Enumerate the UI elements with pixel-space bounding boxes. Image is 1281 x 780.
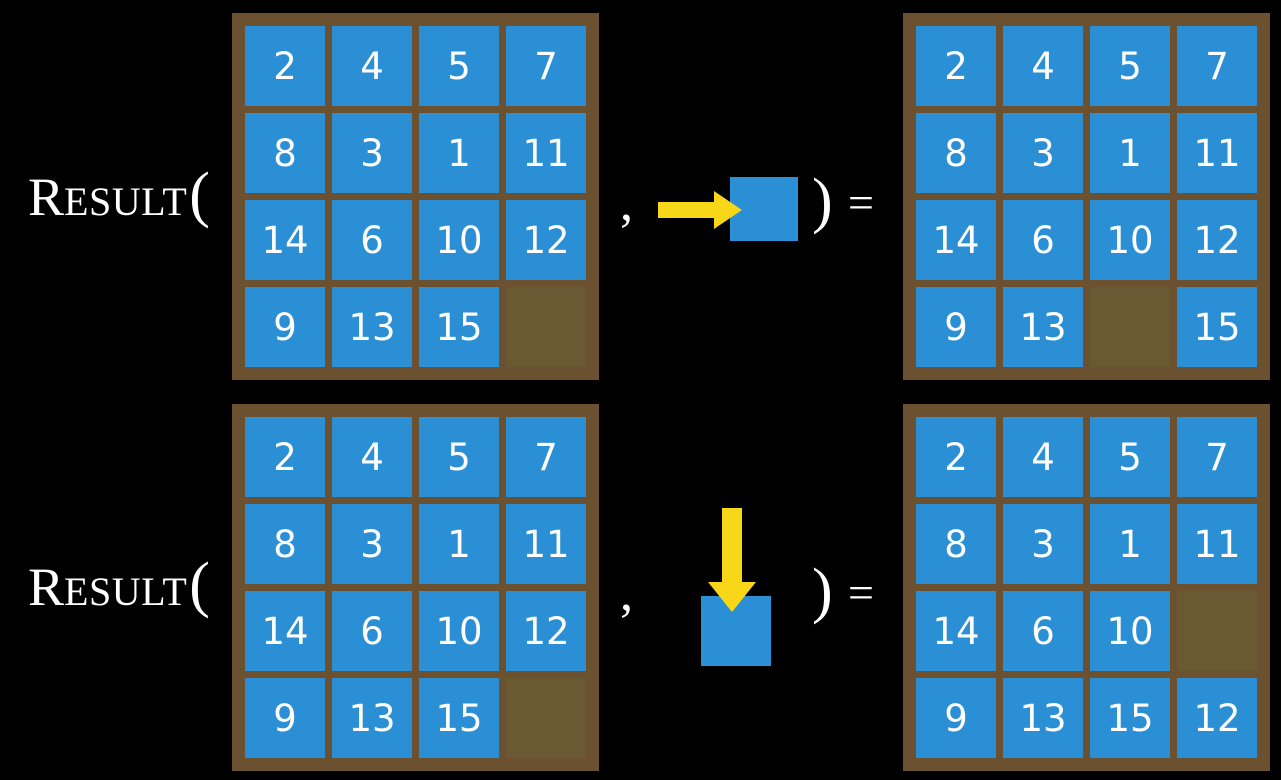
tile[interactable]: 13 [1003,287,1083,367]
equals-sign: = [848,177,874,228]
close-paren: ) [812,167,833,235]
tile[interactable]: 15 [419,678,499,758]
output-board: 2 4 5 7 8 3 1 11 14 6 10 9 13 15 12 [903,404,1270,771]
tile[interactable]: 12 [1177,678,1257,758]
tile[interactable]: 14 [916,200,996,280]
blank-tile-square [701,596,771,666]
tile[interactable]: 6 [332,591,412,671]
output-board: 2 4 5 7 8 3 1 11 14 6 10 12 9 13 15 [903,13,1270,380]
argument-separator-comma: , [620,175,633,232]
result-label-initial: R [28,167,65,227]
move-indicator-down [690,508,790,668]
tile[interactable]: 2 [916,26,996,106]
tile[interactable]: 15 [1177,287,1257,367]
tile[interactable]: 13 [332,678,412,758]
tile[interactable]: 11 [506,504,586,584]
tile[interactable]: 8 [916,113,996,193]
arrow-right-icon [658,191,742,229]
tile[interactable]: 7 [506,26,586,106]
tile[interactable]: 9 [245,678,325,758]
result-label-rest: ESULT [64,569,188,614]
tile[interactable]: 11 [1177,113,1257,193]
tile[interactable]: 5 [1090,417,1170,497]
tile[interactable]: 2 [245,26,325,106]
result-label-rest: ESULT [64,179,188,224]
argument-separator-comma: , [620,565,633,622]
tile[interactable]: 3 [1003,504,1083,584]
input-board: 2 4 5 7 8 3 1 11 14 6 10 12 9 13 15 [232,13,599,380]
tile[interactable]: 8 [245,113,325,193]
empty-cell[interactable] [506,287,586,367]
tile[interactable]: 5 [1090,26,1170,106]
tile[interactable]: 11 [1177,504,1257,584]
empty-cell[interactable] [506,678,586,758]
tile[interactable]: 1 [419,504,499,584]
tile[interactable]: 12 [506,591,586,671]
tile[interactable]: 2 [245,417,325,497]
tile[interactable]: 4 [332,26,412,106]
arrow-down-icon [708,508,756,612]
open-paren: ( [189,551,210,619]
tile[interactable]: 11 [506,113,586,193]
blank-tile-square [730,177,798,241]
equals-sign: = [848,567,874,618]
tile[interactable]: 1 [1090,113,1170,193]
empty-cell[interactable] [1177,591,1257,671]
tile[interactable]: 8 [245,504,325,584]
tile[interactable]: 3 [332,504,412,584]
tile[interactable]: 15 [419,287,499,367]
tile[interactable]: 1 [419,113,499,193]
tile[interactable]: 9 [916,678,996,758]
empty-cell[interactable] [1090,287,1170,367]
open-paren: ( [189,161,210,229]
tile[interactable]: 7 [1177,417,1257,497]
tile[interactable]: 6 [332,200,412,280]
tile[interactable]: 13 [1003,678,1083,758]
tile[interactable]: 9 [245,287,325,367]
tile[interactable]: 9 [916,287,996,367]
tile[interactable]: 2 [916,417,996,497]
tile[interactable]: 13 [332,287,412,367]
tile[interactable]: 14 [916,591,996,671]
tile[interactable]: 1 [1090,504,1170,584]
tile[interactable]: 4 [1003,417,1083,497]
tile[interactable]: 10 [1090,200,1170,280]
tile[interactable]: 7 [506,417,586,497]
tile[interactable]: 6 [1003,591,1083,671]
tile[interactable]: 15 [1090,678,1170,758]
tile[interactable]: 14 [245,591,325,671]
tile[interactable]: 5 [419,26,499,106]
tile[interactable]: 10 [1090,591,1170,671]
tile[interactable]: 12 [1177,200,1257,280]
result-label-initial: R [28,557,65,617]
tile[interactable]: 3 [1003,113,1083,193]
tile[interactable]: 8 [916,504,996,584]
tile[interactable]: 4 [332,417,412,497]
tile[interactable]: 4 [1003,26,1083,106]
tile[interactable]: 10 [419,591,499,671]
move-indicator-right [630,177,800,241]
tile[interactable]: 5 [419,417,499,497]
input-board: 2 4 5 7 8 3 1 11 14 6 10 12 9 13 15 [232,404,599,771]
tile[interactable]: 6 [1003,200,1083,280]
tile[interactable]: 12 [506,200,586,280]
tile[interactable]: 7 [1177,26,1257,106]
tile[interactable]: 10 [419,200,499,280]
tile[interactable]: 14 [245,200,325,280]
tile[interactable]: 3 [332,113,412,193]
close-paren: ) [812,557,833,625]
